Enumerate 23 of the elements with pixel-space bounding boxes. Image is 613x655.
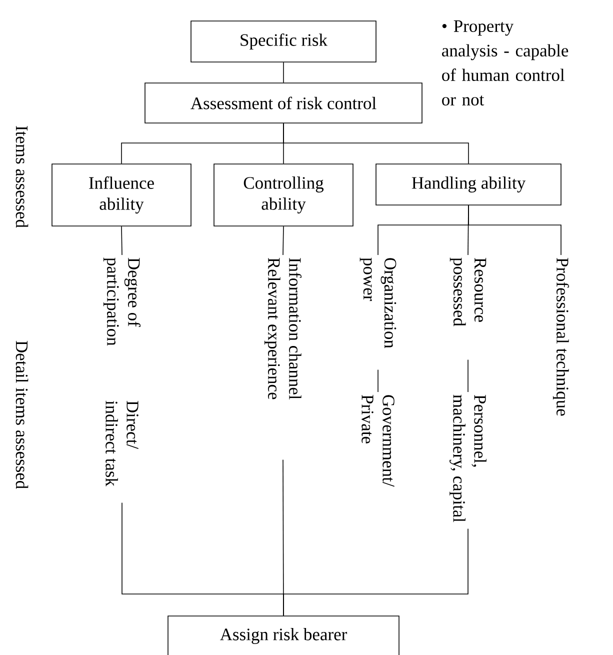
axis-label: Detail items assessed bbox=[16, 340, 28, 489]
axis-label: Items assessed bbox=[16, 126, 28, 228]
connector-line bbox=[282, 226, 284, 256]
connector-line bbox=[283, 528, 468, 616]
process-box: Specific risk bbox=[190, 20, 376, 62]
process-box: Influence ability bbox=[52, 164, 192, 226]
process-box: Handling ability bbox=[376, 164, 562, 206]
item-text: Information channel Relevant experience bbox=[264, 258, 302, 400]
item-text: Degree of participation bbox=[103, 258, 141, 346]
connector-line bbox=[283, 123, 469, 164]
item-text: Resource possessed bbox=[450, 258, 486, 326]
connector-line bbox=[283, 62, 284, 83]
item-text: Organization power bbox=[360, 258, 396, 348]
item-text: Direct/ indirect task bbox=[106, 400, 138, 486]
connector-line bbox=[121, 226, 122, 256]
process-box: Assign risk bearer bbox=[168, 616, 400, 655]
process-box: Assessment of risk control bbox=[144, 82, 422, 124]
note-text: • Property analysis - capable of human control or not bbox=[442, 20, 568, 106]
item-text: Professional technique bbox=[552, 258, 570, 416]
process-box: Controlling ability bbox=[214, 164, 354, 226]
item-text: Personnel, machinery, capital bbox=[450, 394, 486, 522]
item-text: Government/ Private bbox=[362, 394, 394, 487]
connector-line bbox=[468, 205, 562, 256]
